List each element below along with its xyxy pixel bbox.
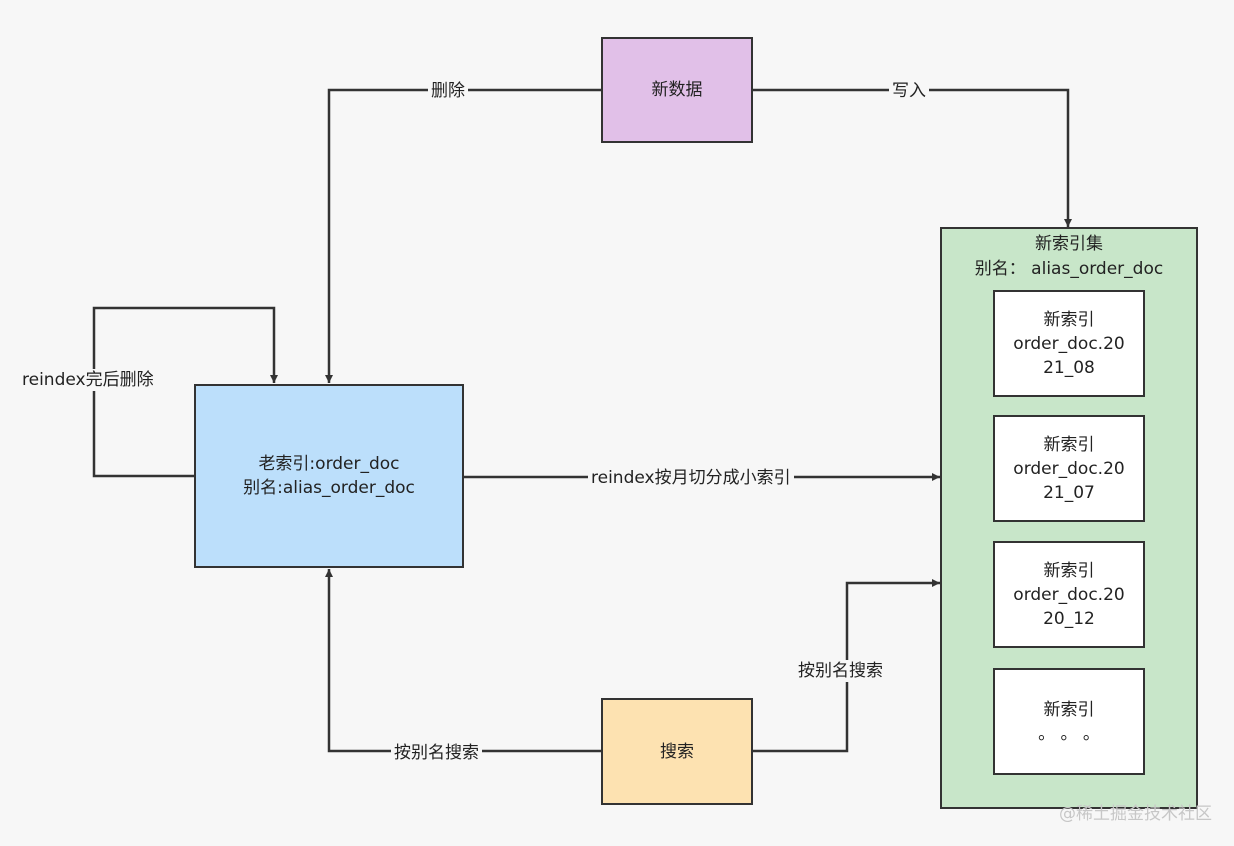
sub-index-line1: 新索引 bbox=[1043, 560, 1095, 581]
edge-delete bbox=[325, 88, 602, 383]
sub-index-line1: 新索引 bbox=[1043, 309, 1095, 330]
edge-search-alias-left bbox=[325, 569, 602, 753]
search-node: 搜索 bbox=[601, 698, 753, 805]
sub-index-line3: 20_12 bbox=[1043, 608, 1095, 629]
watermark: @稀土掘金技术社区 bbox=[1059, 804, 1212, 824]
new-data-label: 新数据 bbox=[651, 80, 703, 100]
edge-label-search-alias-left: 按别名搜索 bbox=[391, 742, 482, 764]
edge-label-reindex-split: reindex按月切分成小索引 bbox=[588, 467, 794, 489]
edge-label-delete: 删除 bbox=[428, 80, 468, 102]
sub-index-2021-07: 新索引 order_doc.20 21_07 bbox=[993, 415, 1145, 522]
search-label: 搜索 bbox=[660, 741, 694, 762]
old-index-line2: 别名:alias_order_doc bbox=[243, 478, 415, 498]
edge-write bbox=[752, 88, 1072, 227]
sub-index-2021-08: 新索引 order_doc.20 21_08 bbox=[993, 290, 1145, 397]
index-set-title: 新索引集 bbox=[1035, 234, 1103, 254]
sub-index-line3: 21_07 bbox=[1043, 482, 1095, 503]
sub-index-more: 新索引 。 。 。 bbox=[993, 668, 1145, 775]
sub-index-line2: order_doc.20 bbox=[1013, 333, 1125, 354]
sub-index-line1: 新索引 bbox=[1043, 434, 1095, 455]
edge-label-search-alias-right: 按别名搜索 bbox=[795, 660, 886, 682]
edge-label-write: 写入 bbox=[889, 80, 929, 102]
sub-index-line3: 21_08 bbox=[1043, 357, 1095, 378]
old-index-node: 老索引:order_doc 别名:alias_order_doc bbox=[194, 384, 464, 568]
new-data-node: 新数据 bbox=[601, 37, 753, 143]
sub-index-2020-12: 新索引 order_doc.20 20_12 bbox=[993, 541, 1145, 648]
edge-label-reindex-delete: reindex完后删除 bbox=[19, 369, 157, 391]
edge-reindex-delete bbox=[92, 306, 278, 478]
index-set-alias: 别名： alias_order_doc bbox=[974, 259, 1164, 279]
sub-index-line2: order_doc.20 bbox=[1013, 458, 1125, 479]
old-index-line1: 老索引:order_doc bbox=[258, 454, 400, 474]
sub-index-ellipsis: 。 。 。 bbox=[1038, 723, 1100, 744]
sub-index-line2: order_doc.20 bbox=[1013, 584, 1125, 605]
sub-index-line1: 新索引 bbox=[1043, 699, 1095, 720]
